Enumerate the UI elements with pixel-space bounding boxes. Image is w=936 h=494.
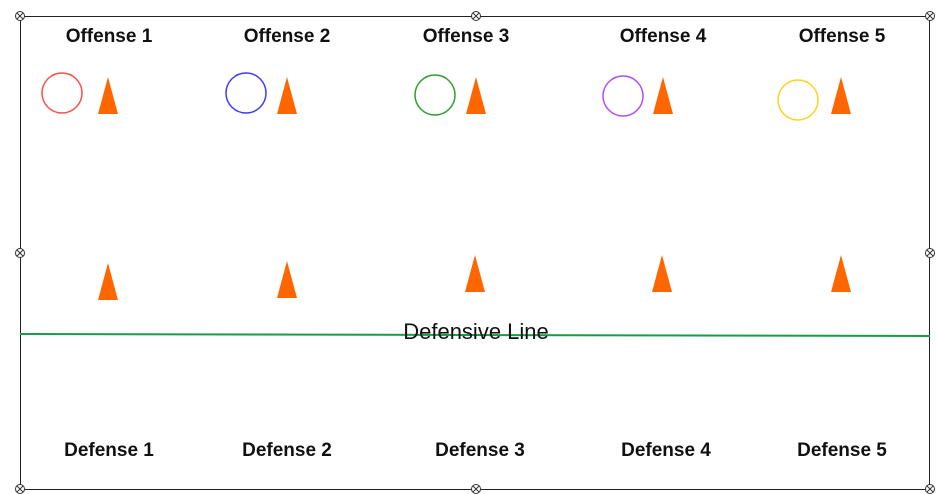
defensive-line <box>19 333 931 337</box>
offense-2-player[interactable] <box>225 72 267 114</box>
defense-2-label: Defense 2 <box>242 440 332 461</box>
offense-1-cone[interactable] <box>98 77 118 114</box>
offense-4-player[interactable] <box>602 75 644 117</box>
selection-handle-top-left[interactable] <box>15 11 25 21</box>
offense-3-cone[interactable] <box>466 77 486 114</box>
mid-cone-3[interactable] <box>465 255 485 292</box>
selection-handle-bottom-right[interactable] <box>925 484 935 494</box>
offense-2-label: Offense 2 <box>243 26 331 47</box>
selection-handle-mid-left[interactable] <box>15 248 25 258</box>
offense-1-label: Offense 1 <box>65 26 153 47</box>
offense-3-label: Offense 3 <box>422 26 510 47</box>
selection-handle-mid-right[interactable] <box>925 248 935 258</box>
offense-4-cone[interactable] <box>653 77 673 114</box>
defense-3-label: Defense 3 <box>435 440 525 461</box>
offense-5-player[interactable] <box>777 79 819 121</box>
defense-4-label: Defense 4 <box>621 440 711 461</box>
offense-3-player[interactable] <box>414 74 456 116</box>
mid-cone-1[interactable] <box>98 263 118 300</box>
offense-1-player[interactable] <box>41 72 83 114</box>
mid-cone-4[interactable] <box>652 255 672 292</box>
defensive-line-label: Defensive Line <box>403 319 549 344</box>
mid-cone-5[interactable] <box>831 255 851 292</box>
selection-handle-top-right[interactable] <box>925 11 935 21</box>
defense-5-label: Defense 5 <box>797 440 887 461</box>
defense-1-label: Defense 1 <box>64 440 154 461</box>
offense-2-cone[interactable] <box>277 77 297 114</box>
mid-cone-2[interactable] <box>277 261 297 298</box>
selection-handle-bottom-mid[interactable] <box>471 484 481 494</box>
offense-5-label: Offense 5 <box>798 26 886 47</box>
selection-handle-top-mid[interactable] <box>471 11 481 21</box>
offense-4-label: Offense 4 <box>619 26 707 47</box>
selection-handle-bottom-left[interactable] <box>15 484 25 494</box>
offense-5-cone[interactable] <box>831 77 851 114</box>
